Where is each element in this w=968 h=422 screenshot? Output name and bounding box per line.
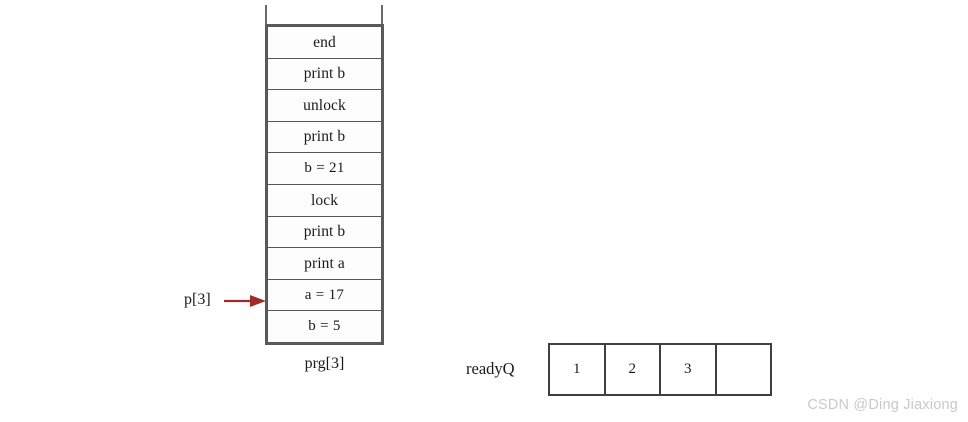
- watermark: CSDN @Ding Jiaxiong: [807, 397, 958, 413]
- stack-row: end: [267, 26, 382, 58]
- stack-row: print a: [267, 247, 382, 279]
- stack-row-label: print b: [303, 65, 346, 83]
- ready-queue-cell: 3: [661, 345, 717, 394]
- stack-row-label: b = 21: [304, 160, 345, 177]
- stack-row-label: lock: [310, 191, 339, 209]
- stack-row-label: print b: [303, 128, 346, 146]
- program-stack-caption: prg[3]: [304, 355, 345, 372]
- ready-queue-cell-label: 1: [573, 361, 581, 377]
- stack-row-label: print b: [303, 223, 346, 241]
- stack-row: print b: [267, 57, 382, 90]
- ready-queue-cell-label: 3: [684, 361, 692, 377]
- stack-row-label: print a: [304, 254, 345, 272]
- program-stack: end print b unlock print b b = 21 lock p…: [267, 26, 382, 343]
- pointer-label: p[3]: [184, 291, 211, 308]
- stack-row-label: a = 17: [304, 286, 345, 303]
- ready-queue-cell-empty: [717, 345, 771, 394]
- pointer-arrow-icon: [224, 295, 266, 307]
- stack-row: unlock: [267, 89, 382, 121]
- stack-row-pointed: a = 17: [267, 278, 382, 311]
- stack-rail-right: [381, 5, 383, 29]
- ready-queue-cell: 1: [550, 345, 606, 394]
- ready-queue: 1 2 3: [548, 343, 772, 396]
- stack-row: b = 21: [267, 152, 382, 184]
- ready-queue-label: readyQ: [466, 359, 515, 378]
- ready-queue-cell: 2: [606, 345, 661, 394]
- stack-row: lock: [267, 183, 382, 216]
- ready-queue-cell-label: 2: [628, 361, 637, 377]
- stack-row-label: unlock: [303, 96, 346, 114]
- stack-row-label: end: [313, 33, 336, 51]
- stack-row-label: b = 5: [308, 318, 341, 335]
- stack-row: print b: [267, 120, 382, 153]
- stack-row: b = 5: [267, 310, 382, 343]
- stack-rail-left: [265, 5, 267, 29]
- stack-row: print b: [267, 215, 382, 248]
